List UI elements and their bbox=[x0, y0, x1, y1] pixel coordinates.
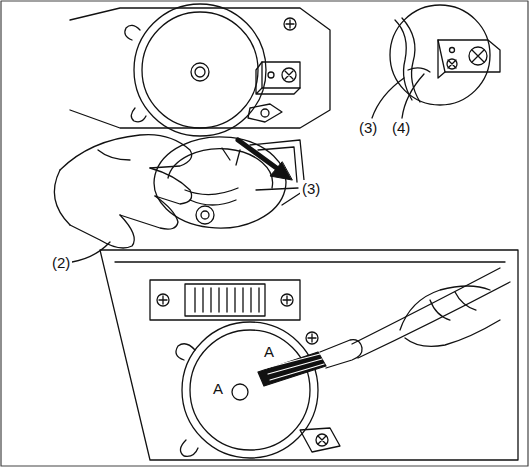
point-letter: A bbox=[262, 343, 276, 360]
callout-number: (2) bbox=[50, 254, 72, 271]
point-letter: A bbox=[211, 380, 225, 397]
callout-number: (4) bbox=[390, 119, 412, 136]
callout-number: (3) bbox=[357, 119, 379, 136]
callout-number: (3) bbox=[300, 180, 322, 197]
